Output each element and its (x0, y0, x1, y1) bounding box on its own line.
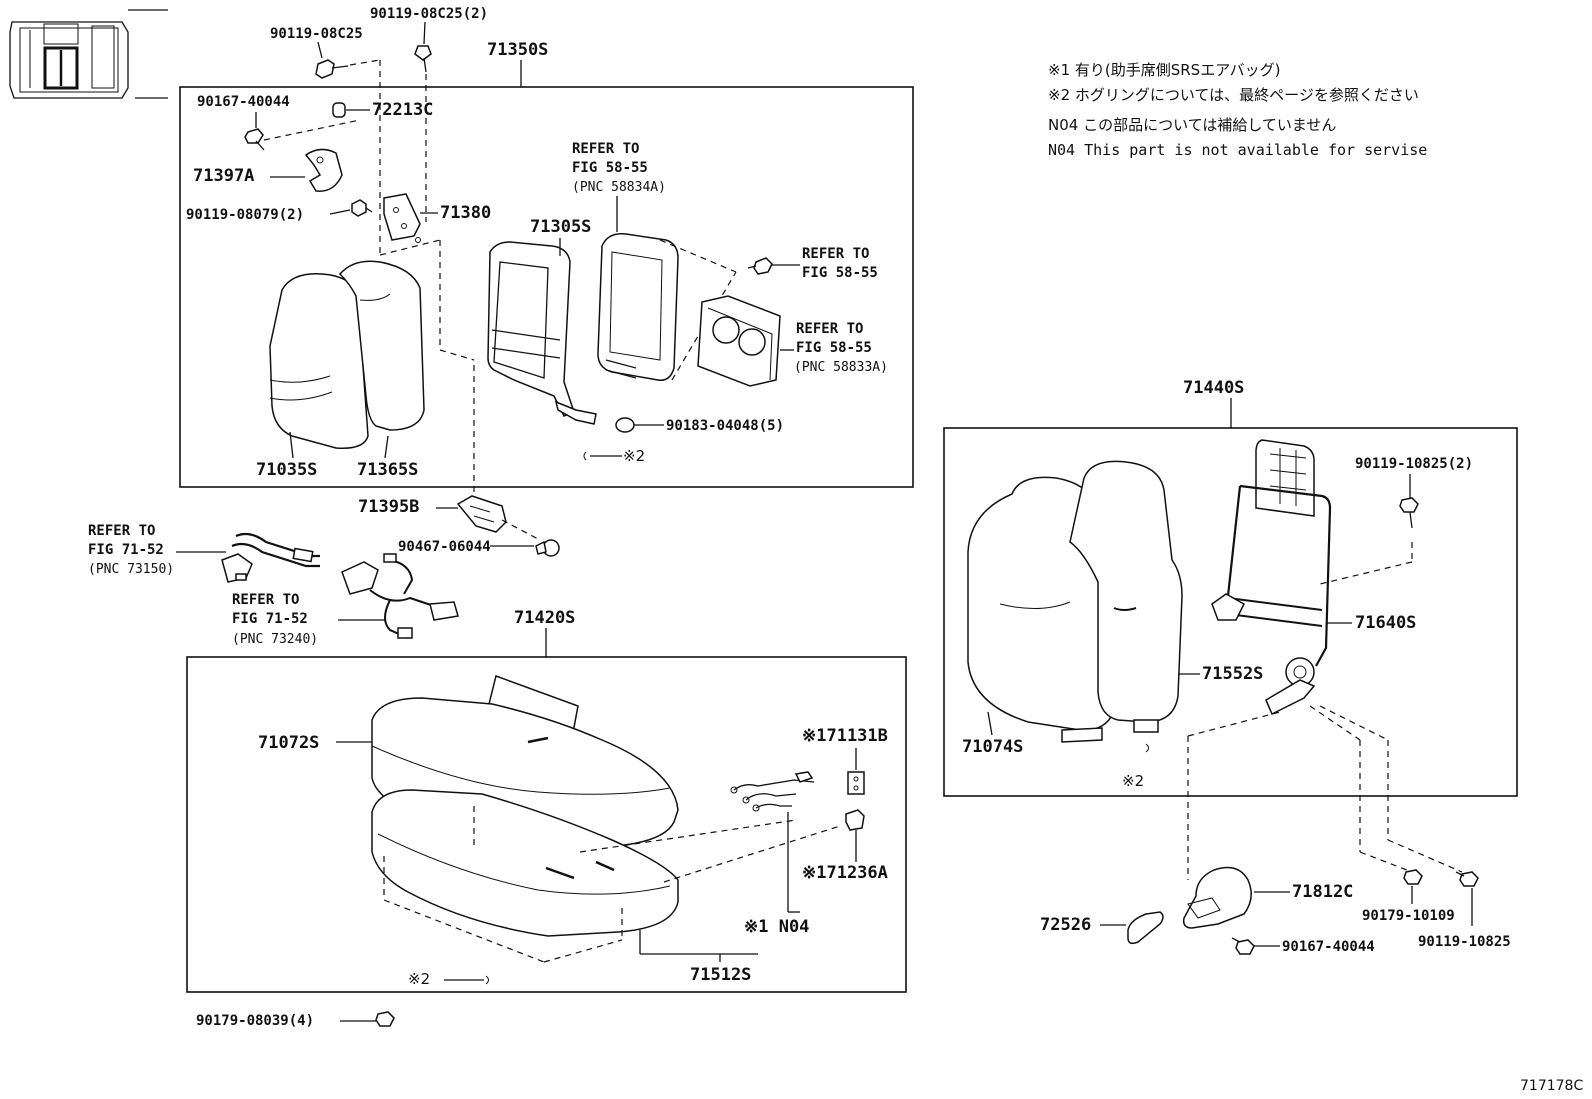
svg-text:FIG 58-55: FIG 58-55 (572, 160, 648, 176)
bracket-icon (304, 148, 343, 192)
part-label-90119-08079: 90119-08079(2) (186, 207, 304, 223)
nut-icon (615, 417, 635, 433)
hog-ring-icon (583, 451, 587, 461)
push-clip-icon (535, 539, 560, 557)
part-label-72213c: 72213C (372, 100, 433, 120)
seat-belt-icon (221, 532, 320, 583)
svg-text:FIG 58-55: FIG 58-55 (802, 265, 878, 281)
bracket-icon (456, 495, 507, 533)
notes-block: ※1 有り(助手席側SRSエアバッグ) ※2 ホグリングについては、最終ページを… (1048, 61, 1427, 159)
part-label-71640s: 71640S (1355, 613, 1416, 633)
svg-text:REFER TO: REFER TO (796, 321, 863, 337)
speaker-panel-icon (697, 295, 781, 387)
part-label-90119-08c25-2: 90119-08C25(2) (370, 6, 488, 22)
nut-icon (375, 1011, 395, 1027)
part-label-90183-04048: 90183-04048(5) (666, 418, 784, 434)
hinge-icon (383, 193, 421, 243)
part-label-71395b: 71395B (358, 497, 419, 517)
part-label-71072s: 71072S (258, 733, 319, 753)
part-label-72526: 72526 (1040, 915, 1091, 935)
hog-ring-icon (485, 975, 489, 985)
svg-text:REFER TO: REFER TO (572, 141, 639, 157)
note-1: ※1 有り(助手席側SRSエアバッグ) (1048, 61, 1280, 79)
recliner-knob-icon (1127, 911, 1164, 945)
note-2: ※2 ホグリングについては、最終ページを参照ください (1048, 86, 1419, 104)
occupant-sensor-harness-icon (730, 771, 815, 812)
note-3: N04 この部品については補給していません (1048, 116, 1336, 134)
hog-ring-label-b: ※2 (408, 970, 430, 988)
hog-ring-label-c: ※2 (1122, 772, 1144, 790)
part-label-90167-40044: 90167-40044 (197, 94, 290, 110)
screw-icon (747, 257, 773, 275)
part-label-71365s: 71365S (357, 460, 418, 480)
hog-ring-icon (1145, 743, 1149, 753)
svg-text:FIG 71-52: FIG 71-52 (232, 611, 308, 627)
figure-id: 717178C (1520, 1078, 1583, 1094)
part-label-90179-10109: 90179-10109 (1362, 908, 1455, 924)
seatback-board-icon (597, 233, 679, 381)
group-label-71420s: 71420S (514, 608, 575, 628)
part-label-90467-06044: 90467-06044 (398, 539, 491, 555)
svg-text:FIG 58-55: FIG 58-55 (796, 340, 872, 356)
seat-belt-buckle-icon (341, 553, 459, 639)
seatback-group-box (179, 86, 914, 488)
bolt-icon (1399, 497, 1419, 529)
group-label-71440s: 71440S (1183, 378, 1244, 398)
svg-text:REFER TO: REFER TO (88, 523, 155, 539)
refer-note-73240: REFER TO FIG 71-52 (PNC 73240) (232, 592, 318, 647)
refer-note-58-55: REFER TO FIG 58-55 (802, 246, 878, 281)
refer-note-58833a: REFER TO FIG 58-55 (PNC 58833A) (794, 321, 888, 375)
hog-ring-label-a: ※2 (623, 447, 645, 465)
svg-text:FIG 71-52: FIG 71-52 (88, 542, 164, 558)
svg-text:REFER TO: REFER TO (232, 592, 299, 608)
bolt-icon (351, 199, 373, 217)
bolt-icon (414, 45, 432, 73)
bolt-icon (315, 59, 349, 79)
part-label-90119-08c25: 90119-08C25 (270, 26, 363, 42)
part-label-71305s: 71305S (530, 217, 591, 237)
part-label-90119-10825-2: 90119-10825(2) (1355, 456, 1473, 472)
svg-text:(PNC 73240): (PNC 73240) (232, 632, 318, 647)
bolt-icon (1455, 871, 1479, 887)
screw-icon (244, 128, 265, 151)
passenger-back-frame-icon (1211, 439, 1332, 716)
part-label-71035s: 71035S (256, 460, 317, 480)
part-label-90167-40044-b: 90167-40044 (1282, 939, 1375, 955)
part-label-71397a: 71397A (193, 166, 254, 186)
part-label-90179-08039: 90179-08039(4) (196, 1013, 314, 1029)
part-label-90119-10825: 90119-10825 (1418, 934, 1511, 950)
sensor-icon (847, 771, 865, 795)
svg-text:(PNC 73150): (PNC 73150) (88, 562, 174, 577)
part-label-71380: 71380 (440, 203, 491, 223)
clip-icon (845, 809, 865, 831)
part-label-71812c: 71812C (1292, 882, 1353, 902)
seat-cushion-pad-icon (371, 789, 679, 937)
vehicle-locator-thumbnail (9, 9, 168, 99)
note-4: N04 This part is not available for servi… (1048, 141, 1427, 159)
part-label-71131b: ※171131B (802, 726, 888, 746)
seatback-frame-icon (487, 241, 597, 425)
part-label-71074s: 71074S (962, 737, 1023, 757)
refer-note-73150: REFER TO FIG 71-52 (PNC 73150) (88, 523, 174, 577)
nut-icon (1403, 869, 1423, 885)
screw-icon (1231, 937, 1255, 955)
seatback-cover-icon (269, 273, 369, 449)
part-label-n04: ※1 N04 (744, 917, 809, 937)
svg-text:(PNC 58833A): (PNC 58833A) (794, 360, 888, 375)
part-label-71512s: 71512S (690, 965, 751, 985)
svg-text:(PNC 58834A): (PNC 58834A) (572, 180, 666, 195)
clip-icon (332, 102, 346, 118)
svg-text:REFER TO: REFER TO (802, 246, 869, 262)
refer-note-58834a: REFER TO FIG 58-55 (PNC 58834A) (572, 141, 666, 195)
part-label-71236a: ※171236A (802, 863, 888, 883)
passenger-back-pad-icon (1069, 460, 1183, 733)
group-label-71350s: 71350S (487, 40, 548, 60)
seatback-pad-icon (338, 260, 425, 431)
part-label-71552s: 71552S (1202, 664, 1263, 684)
recliner-cover-icon (1182, 866, 1252, 929)
